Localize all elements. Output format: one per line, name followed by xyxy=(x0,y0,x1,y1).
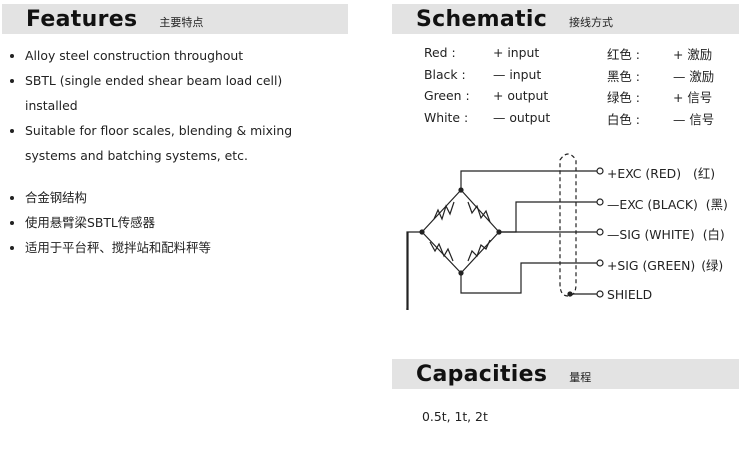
legend-color: Green : xyxy=(424,88,470,103)
wire-label-en: +SIG (GREEN) xyxy=(607,258,696,273)
junction-dot xyxy=(567,291,573,297)
feature-item-cn: 适用于平台秤、搅拌站和配料秤等 xyxy=(8,235,328,260)
legend-signal-cn: + 信号 xyxy=(673,90,713,105)
wire-label-cn: (黑) xyxy=(705,197,728,212)
capacities-value: 0.5t, 1t, 2t xyxy=(422,409,488,424)
wire-label: +EXC (RED) (红) xyxy=(607,164,715,182)
legend-signal: + input xyxy=(493,45,540,60)
terminal xyxy=(596,290,604,298)
junction-dot xyxy=(458,187,464,193)
legend-color-cn: 绿色 : xyxy=(607,90,640,105)
legend-color: White : xyxy=(424,109,469,125)
wire-color-legend: Red : + input 红色 : + 激励 Black : — input … xyxy=(424,45,744,131)
features-header: Features 主要特点 xyxy=(2,4,348,34)
legend-color-cn: 黑色 : xyxy=(607,68,640,84)
wire-label: —SIG (WHITE) (白) xyxy=(607,225,725,243)
wire-label-en: —SIG (WHITE) xyxy=(607,227,695,242)
feature-item-cn: 使用悬臂梁SBTL传感器 xyxy=(8,210,328,235)
legend-signal-cn: — 信号 xyxy=(673,111,715,127)
wire-label: —EXC (BLACK) (黑) xyxy=(607,195,728,213)
wire-label-en: SHIELD xyxy=(607,287,653,302)
bridge-arm xyxy=(460,231,500,274)
schematic-title: Schematic xyxy=(416,6,548,32)
wire-green xyxy=(406,231,422,310)
wheatstone-bridge-diagram xyxy=(406,153,604,310)
feature-item-continuation: installed xyxy=(25,98,78,113)
junction-dot xyxy=(496,229,502,235)
resistor-symbol xyxy=(467,239,491,262)
junction-dot xyxy=(458,270,464,276)
feature-item-continuation: systems and batching systems, etc. xyxy=(25,148,248,163)
wire-label-cn: (绿) xyxy=(701,258,724,273)
cable-shield xyxy=(559,153,577,297)
wire-label-cn: (红) xyxy=(693,166,716,181)
feature-item: Suitable for floor scales, blending & mi… xyxy=(8,118,328,143)
capacities-title: Capacities xyxy=(416,361,548,387)
wire-red xyxy=(460,170,597,190)
legend-color-cn: 白色 : xyxy=(607,111,640,127)
resistor-symbol xyxy=(433,201,455,221)
bridge-arm xyxy=(421,231,462,274)
schematic-header: Schematic 接线方式 xyxy=(392,4,739,34)
legend-signal: — input xyxy=(493,66,542,82)
legend-signal: + output xyxy=(493,88,549,103)
feature-item-cn: 合金钢结构 xyxy=(8,185,328,210)
features-list: Alloy steel construction throughout SBTL… xyxy=(8,43,328,260)
wire-black xyxy=(460,262,597,294)
legend-color: Red : xyxy=(424,45,456,60)
terminal xyxy=(596,228,604,236)
terminal xyxy=(596,198,604,206)
wire-label-en: —EXC (BLACK) xyxy=(607,197,698,212)
terminal xyxy=(596,167,604,175)
resistor-symbol xyxy=(467,201,491,223)
legend-row: Green : + output 绿色 : + 信号 xyxy=(424,88,744,110)
wire-label: +SIG (GREEN) (绿) xyxy=(607,256,723,274)
terminal xyxy=(596,259,604,267)
resistor-symbol xyxy=(429,241,454,262)
legend-signal-cn: + 激励 xyxy=(673,47,713,62)
legend-signal: — output xyxy=(493,109,551,125)
bridge-arm xyxy=(460,189,500,233)
legend-color: Black : xyxy=(424,66,466,82)
wire-label-en: +EXC (RED) xyxy=(607,166,682,181)
schematic-subtitle: 接线方式 xyxy=(569,16,614,29)
capacities-header: Capacities 量程 xyxy=(392,359,739,389)
legend-row: Red : + input 红色 : + 激励 xyxy=(424,45,744,67)
wire-label: SHIELD xyxy=(607,287,652,302)
legend-signal-cn: — 激励 xyxy=(673,68,715,84)
wire-label-cn: (白) xyxy=(702,227,725,242)
bridge-arm xyxy=(421,189,462,233)
capacities-subtitle: 量程 xyxy=(569,371,592,384)
legend-row: White : — output 白色 : — 信号 xyxy=(424,110,744,132)
legend-row: Black : — input 黑色 : — 激励 xyxy=(424,67,744,89)
features-subtitle: 主要特点 xyxy=(159,16,204,29)
features-title: Features xyxy=(26,6,138,32)
feature-item: Alloy steel construction throughout xyxy=(8,43,328,68)
wire-bridge-left xyxy=(499,201,540,233)
legend-color-cn: 红色 : xyxy=(607,47,640,62)
junction-dot xyxy=(419,229,425,235)
feature-item: SBTL (single ended shear beam load cell) xyxy=(8,68,328,93)
